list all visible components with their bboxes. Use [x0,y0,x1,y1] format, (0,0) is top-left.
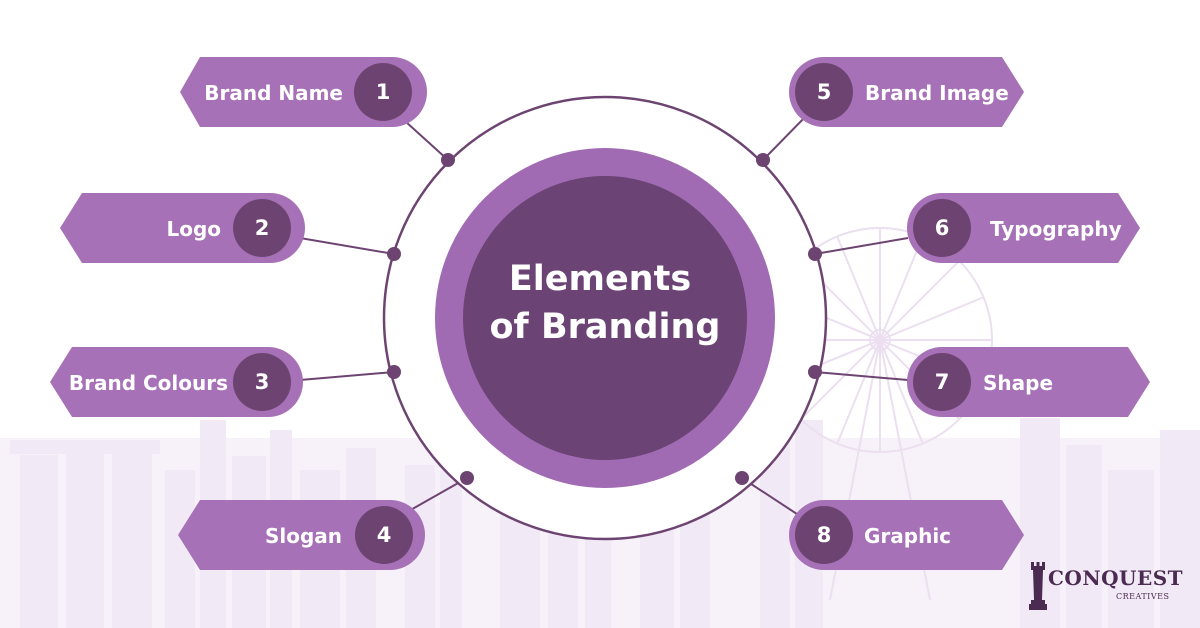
center-title-line2: of Branding [490,307,721,347]
element-pill-3: 3 Brand Colours [50,347,303,417]
element-number: 5 [817,80,832,104]
element-label: Slogan [265,524,342,548]
element-pill-7: 7 Shape [907,347,1150,417]
number-badge [913,199,971,257]
logo-subtitle: CREATIVES [1116,592,1170,601]
element-number: 6 [935,216,950,240]
element-pill-2: 2 Logo [60,193,305,263]
number-badge [355,506,413,564]
element-label: Brand Image [865,81,1009,105]
element-number: 4 [377,523,392,547]
element-pill-4: 4 Slogan [178,500,425,570]
number-badge [233,199,291,257]
center-title-line1: Elements [509,259,691,299]
chess-rook-icon [1029,562,1047,610]
element-number: 3 [255,370,270,394]
element-number: 8 [817,523,832,547]
center-circle-inner [463,176,747,460]
conquest-creatives-logo: CONQUEST CREATIVES [1028,560,1183,614]
element-number: 7 [935,370,950,394]
element-label: Brand Colours [69,371,228,395]
element-pill-8: 8 Graphic [789,500,1024,570]
number-badge [913,353,971,411]
number-badge [233,353,291,411]
element-label: Shape [983,371,1053,395]
element-pill-6: 6 Typography [907,193,1140,263]
element-number: 1 [376,80,391,104]
connector-dots [387,153,822,485]
element-label: Logo [166,217,221,241]
element-pill-1: 1 Brand Name [180,57,427,127]
element-pill-5: 5 Brand Image [789,57,1024,127]
element-label: Typography [990,217,1122,241]
number-badge [354,63,412,121]
element-number: 2 [255,216,270,240]
number-badge [795,63,853,121]
logo-wordmark: CONQUEST [1048,566,1184,590]
element-label: Graphic [864,524,951,548]
element-label: Brand Name [204,81,343,105]
number-badge [795,506,853,564]
